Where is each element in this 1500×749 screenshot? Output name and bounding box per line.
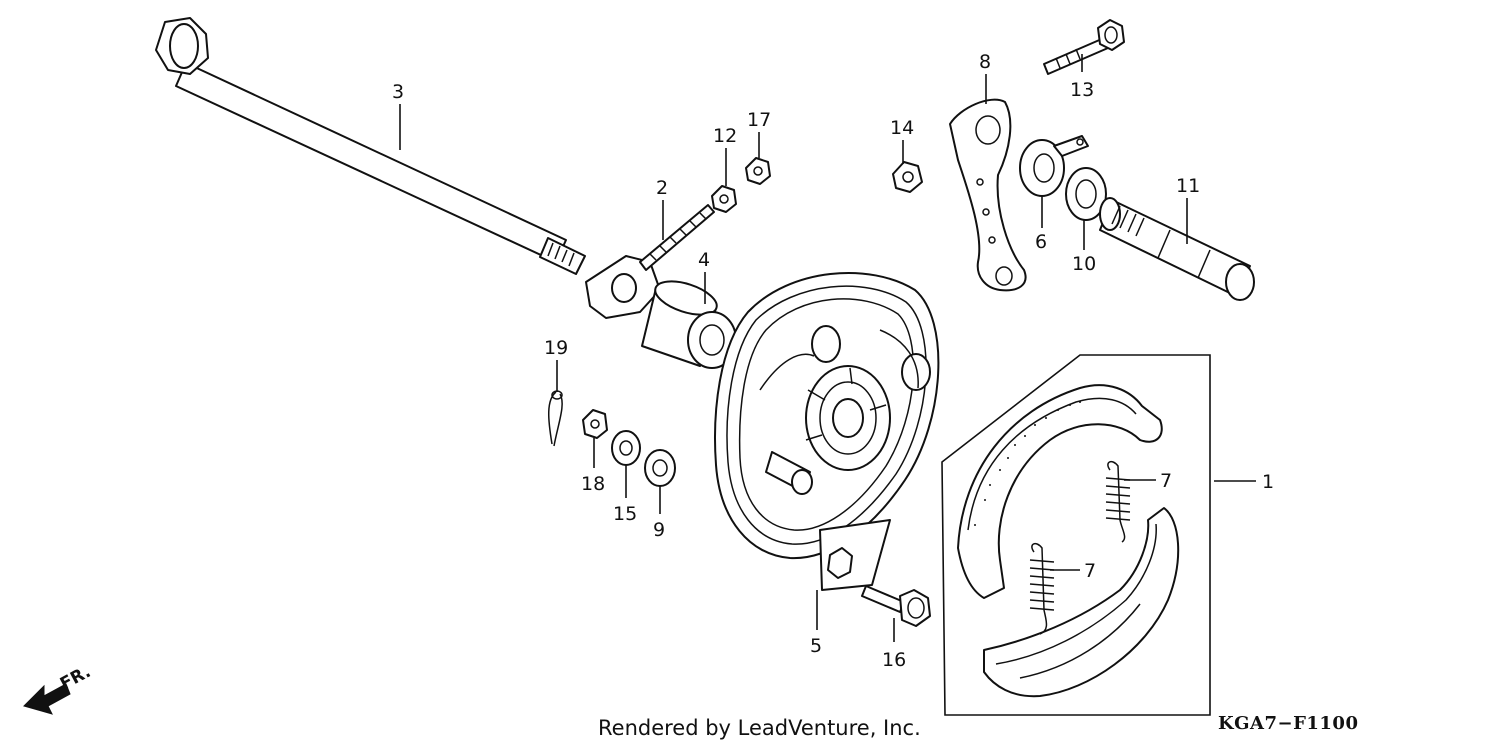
nut-part-13 (892, 161, 923, 193)
callout-8: 8 (979, 51, 991, 73)
callout-19: 19 (544, 337, 568, 359)
indicator-plate-part-6 (1019, 135, 1089, 197)
callout-5: 5 (810, 635, 822, 657)
callout-17: 17 (747, 109, 771, 131)
brake-arm-part-8 (949, 98, 1027, 292)
callout-4: 4 (698, 249, 710, 271)
callout-15: 15 (613, 503, 637, 525)
nut-part-17 (745, 157, 771, 185)
callout-11: 11 (1176, 175, 1200, 197)
felt-seal-part-10 (1065, 167, 1107, 221)
callout-2: 2 (656, 177, 668, 199)
callout-6: 6 (1035, 231, 1047, 253)
callout-9: 9 (653, 519, 665, 541)
nut-part-18 (582, 409, 608, 439)
callout-18: 18 (581, 473, 605, 495)
diagram-code: KGA7−F1100 (1218, 713, 1359, 734)
callout-12: 13 (1070, 79, 1094, 101)
callout-3: 3 (392, 81, 404, 103)
washer-part-9 (644, 449, 676, 487)
brake-shoe-set-part-1 (941, 354, 1211, 716)
adjuster-bolt-part-2 (585, 204, 715, 319)
callout-14: 12 (713, 125, 737, 147)
bolt-part-16 (861, 585, 931, 627)
callout-1: 1 (1262, 471, 1274, 493)
nut-part-14 (711, 185, 737, 213)
axle-part-3 (155, 17, 586, 275)
cotter-pin-part-19 (548, 390, 563, 447)
callout-7-upper: 7 (1160, 470, 1172, 492)
callout-10: 10 (1072, 253, 1096, 275)
brake-cam-part-11 (1099, 197, 1255, 301)
leader-lines (399, 54, 1256, 642)
collar-part-4 (641, 280, 737, 369)
callout-numbers: 3 2 12 17 4 19 18 15 9 5 16 14 8 6 10 11… (392, 51, 1274, 671)
bolt-part-12 (1043, 19, 1125, 75)
callout-7-lower: 7 (1084, 560, 1096, 582)
render-credit: Rendered by LeadVenture, Inc. (598, 716, 921, 740)
callout-13: 14 (890, 117, 914, 139)
callout-16: 16 (882, 649, 906, 671)
front-direction-arrow-icon: FR. (23, 662, 94, 715)
brake-panel-part-5 (714, 272, 940, 591)
washer-part-15 (611, 430, 641, 466)
